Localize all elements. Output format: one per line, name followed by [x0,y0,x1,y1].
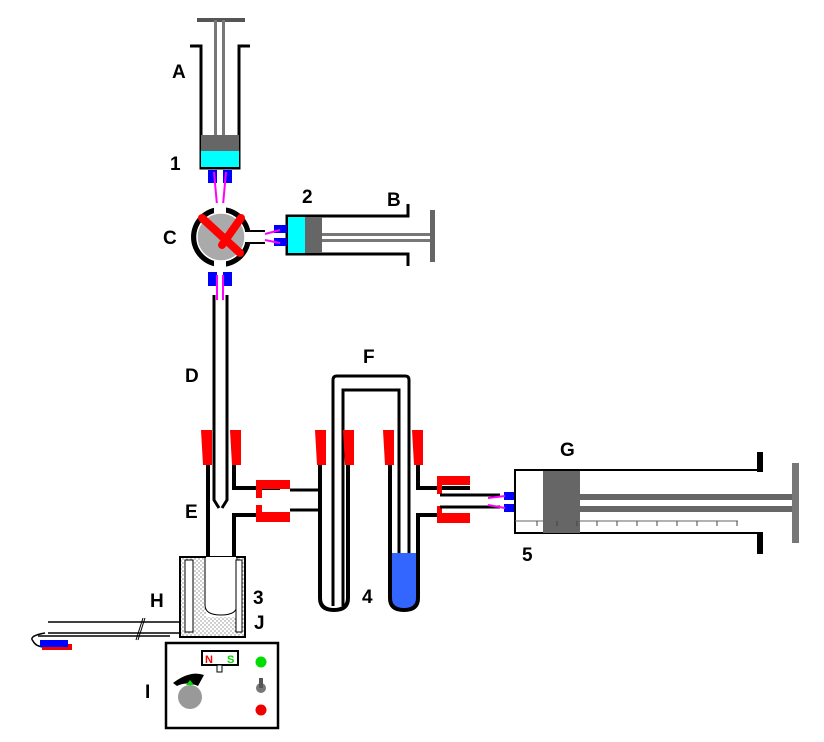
meter-display: N S [201,650,239,673]
syringe-g-scale [536,521,738,526]
green-indicator-light [255,656,267,668]
label-4: 4 [362,587,373,608]
syringe-g [487,452,799,554]
speed-knob[interactable] [178,685,202,709]
label-b: B [387,190,401,211]
label-c: C [163,228,177,249]
tube-d [208,272,232,509]
label-i: I [145,682,150,703]
power-toggle-switch[interactable] [256,678,266,693]
label-1: 1 [170,154,181,175]
label-2: 2 [302,187,313,208]
syringe-a [190,18,250,170]
connector-a [208,170,232,206]
dial-arc [173,673,204,686]
bridge-tube-f [331,374,411,606]
dial-indicator [186,680,194,685]
label-f: F [363,347,375,368]
tube-4-right [383,430,500,613]
probe-h [31,617,180,650]
meter-south-label: S [227,654,234,666]
label-g: G [560,440,575,461]
valve-c [191,203,265,271]
label-h: H [150,591,164,612]
stirrer-unit-i: N S [164,641,280,730]
label-d: D [185,366,199,387]
label-5: 5 [522,545,533,566]
label-j: J [254,613,265,634]
tube-4-left [315,430,354,613]
bath-j [179,556,246,638]
red-indicator-light [255,704,267,716]
syringe-b [264,204,435,266]
label-3: 3 [253,588,264,609]
label-e: E [185,502,198,523]
meter-north-label: N [205,654,213,666]
label-a: A [172,62,186,83]
